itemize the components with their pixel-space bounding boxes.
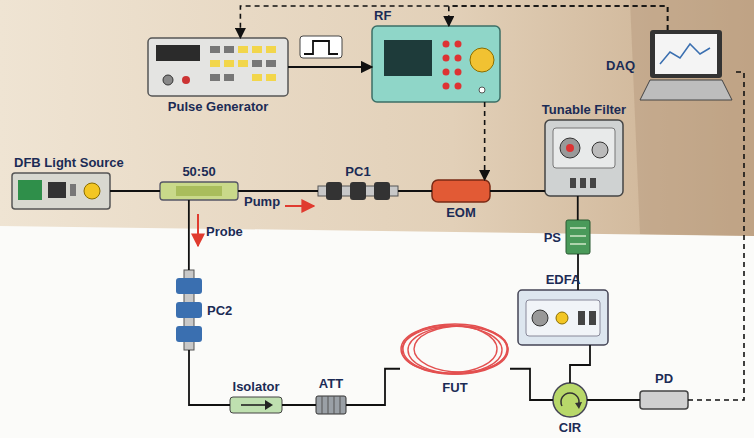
rf-generator-symbol [372, 26, 500, 102]
optical-fiber [238, 190, 318, 192]
photodetector: PD [640, 389, 688, 411]
device-label: PS [544, 230, 561, 245]
optical-fiber [188, 200, 190, 270]
probe-arrow [197, 214, 199, 246]
pulse-symbol [300, 36, 342, 58]
isolator-symbol [230, 397, 282, 413]
polarization-controller: PC2 [176, 270, 202, 350]
tan-ground [0, 0, 754, 236]
light-source: DFB Light Source [12, 173, 110, 209]
dark-ground [630, 0, 754, 236]
fiber-coil-symbol [401, 324, 508, 374]
polarization-scrambler-symbol [566, 220, 590, 254]
optical-fiber [577, 196, 579, 220]
optical-fiber [587, 399, 640, 401]
signal-line [240, 6, 667, 38]
device-label: EDFA [546, 272, 581, 287]
signal-label: Probe [206, 224, 243, 239]
dfb-source-symbol [12, 173, 110, 209]
signal-line [449, 6, 668, 30]
edfa-symbol [518, 290, 608, 345]
photodetector-symbol [640, 391, 688, 409]
device-label: EOM [446, 205, 476, 220]
fiber-amplifier: EDFA [518, 290, 608, 345]
device-label: Pulse Generator [168, 99, 268, 114]
device-label: DFB Light Source [14, 155, 124, 170]
attenuator-symbol [316, 396, 346, 414]
optical-fiber [510, 369, 553, 400]
device-label: ATT [319, 376, 343, 391]
laptop-symbol [640, 30, 732, 100]
optical-fiber [490, 190, 545, 192]
device-label: PC2 [207, 303, 232, 318]
device-label: CIR [559, 420, 581, 435]
optical-fiber [189, 350, 230, 405]
fiber-under-test: FUT [400, 322, 510, 377]
fiber-coupler: 50:50 [160, 182, 238, 200]
optical-fiber [398, 190, 432, 192]
coupler-symbol [160, 182, 238, 200]
circulator-symbol [553, 383, 587, 417]
signal-label: Pump [244, 194, 280, 209]
optical-fiber [110, 190, 160, 192]
optical-fiber [282, 404, 316, 406]
device-label: PC1 [345, 164, 370, 179]
signal-line [688, 72, 744, 400]
device-label: RF [374, 8, 391, 23]
attenuator: ATT [316, 394, 346, 416]
circulator: CIR [553, 383, 587, 417]
electro-optic-modulator: EOM [432, 180, 490, 202]
signal-line [484, 102, 486, 180]
polarization-controller: PC1 [318, 182, 398, 200]
tunable-filter-symbol [545, 120, 623, 196]
device-label: 50:50 [182, 164, 215, 179]
polarization-scrambler: PS [566, 220, 590, 254]
pulse-generator-symbol [148, 38, 288, 96]
device-label: Tunable Filter [542, 102, 626, 117]
polarization-controller-symbol [318, 182, 398, 200]
pump-arrow [285, 205, 314, 207]
rf-generator: RF [372, 26, 500, 102]
polarization-controller-symbol [176, 270, 202, 350]
optical-isolator: Isolator [230, 397, 282, 413]
eom-symbol [432, 180, 490, 202]
device-label: PD [655, 371, 673, 386]
device-label: Isolator [233, 379, 280, 394]
daq-laptop: DAQ [640, 30, 732, 100]
optical-fiber [288, 66, 372, 68]
device-label: FUT [442, 380, 467, 395]
tunable-filter: Tunable Filter [545, 120, 623, 196]
pulse-generator: Pulse Generator [148, 38, 288, 96]
optical-fiber [570, 345, 590, 383]
device-label: DAQ [606, 58, 635, 73]
optical-fiber [346, 369, 400, 405]
